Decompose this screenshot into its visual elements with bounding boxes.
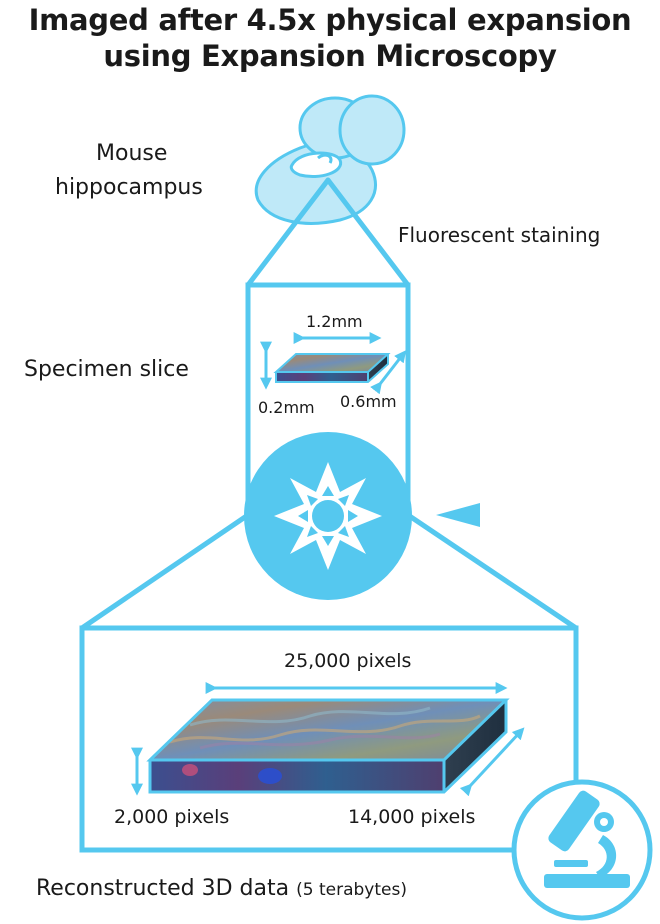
- reconstructed-note: (5 terabytes): [296, 880, 407, 900]
- lower-funnel: [80, 512, 250, 631]
- upper-funnel: [246, 177, 410, 287]
- data-depth-arrow: [459, 727, 525, 797]
- data-block: [146, 698, 510, 794]
- expansion-arrows-icon: [244, 432, 412, 600]
- reconstructed-label: Reconstructed 3D data (5 terabytes): [36, 876, 407, 901]
- specimen-slice: [273, 353, 391, 383]
- specimen-height-label: 0.2mm: [258, 398, 315, 417]
- staining-label: Fluorescent staining: [398, 223, 601, 247]
- data-height-label: 2,000 pixels: [114, 806, 230, 828]
- specimen-depth-arrow: [370, 350, 407, 395]
- mouse-label-line1: Mouse: [96, 141, 168, 166]
- data-width-label: 25,000 pixels: [284, 650, 412, 672]
- mouse-icon: [254, 94, 406, 225]
- reconstructed-title: Reconstructed 3D data: [36, 876, 290, 901]
- camera-icon: [436, 503, 480, 527]
- microscope-icon: [511, 779, 653, 921]
- specimen-width-label: 1.2mm: [306, 312, 363, 331]
- mouse-label-line2: hippocampus: [55, 175, 203, 200]
- specimen-label: Specimen slice: [24, 357, 189, 382]
- page-title-line1: Imaged after 4.5x physical expansion: [28, 3, 632, 37]
- data-depth-label: 14,000 pixels: [348, 806, 476, 828]
- page-title-line2: using Expansion Microscopy: [103, 39, 557, 73]
- specimen-depth-label: 0.6mm: [340, 392, 397, 411]
- data-frame: [79, 625, 579, 853]
